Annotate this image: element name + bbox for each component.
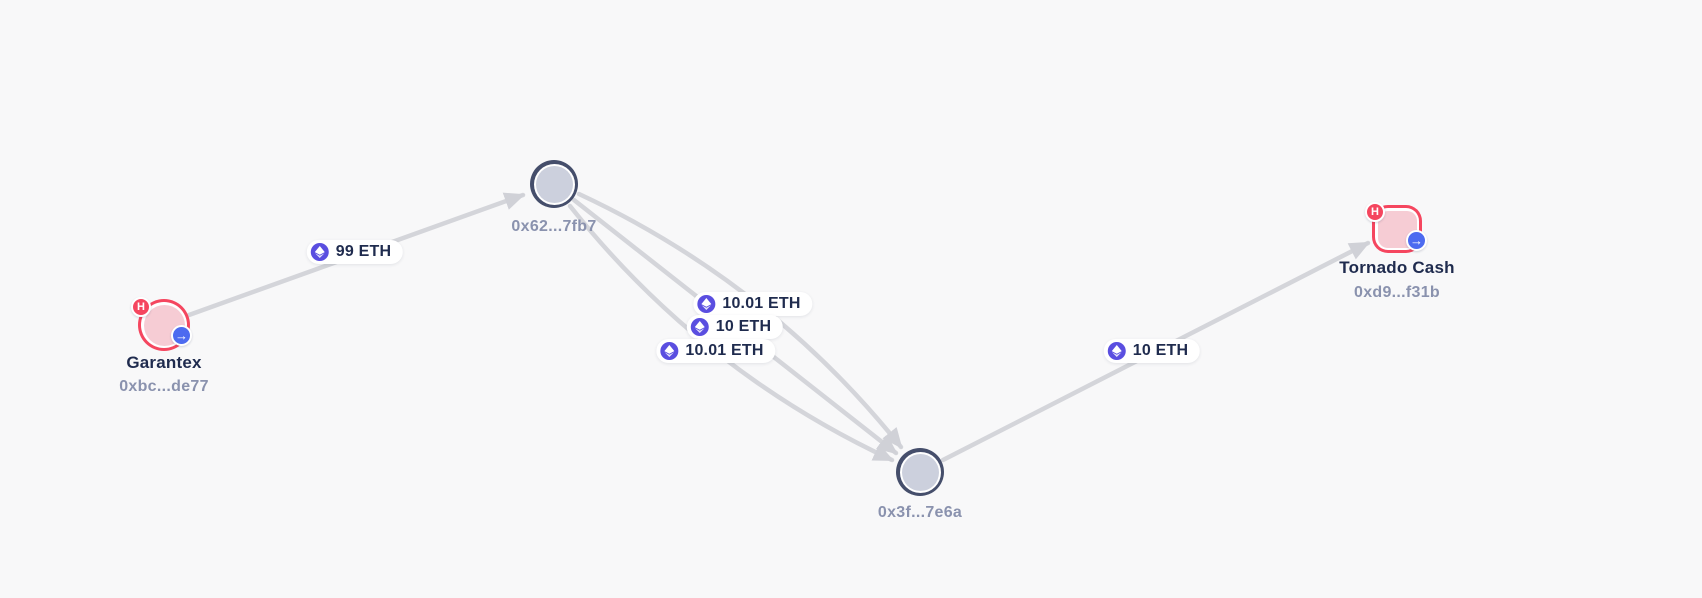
- node-intermediary-2[interactable]: 0x3f...7e6a: [878, 448, 962, 521]
- node-garantex[interactable]: H → Garantex 0xbc...de77: [119, 297, 208, 395]
- eth-icon: [690, 318, 709, 336]
- address-node-shape: [530, 160, 578, 208]
- high-risk-badge: H: [1365, 202, 1385, 222]
- edge-amount-pill[interactable]: 10 ETH: [686, 315, 784, 339]
- node-address: 0x3f...7e6a: [877, 504, 963, 521]
- edge-amount-label: 10 ETH: [1132, 342, 1189, 359]
- eth-icon: [1107, 342, 1126, 360]
- eth-icon: [310, 243, 329, 261]
- node-label: Garantex: [126, 353, 202, 372]
- node-label: Tornado Cash: [1339, 258, 1455, 277]
- edge-amount-pill[interactable]: 10.01 ETH: [656, 339, 776, 363]
- node-address: 0xd9...f31b: [1353, 284, 1441, 301]
- edge-amount-label: 10.01 ETH: [722, 295, 801, 312]
- address-node-shape: [896, 448, 944, 496]
- node-intermediary-1[interactable]: 0x62...7fb7: [511, 160, 596, 235]
- edge-amount-pill[interactable]: 10.01 ETH: [693, 292, 813, 316]
- outflow-arrow-badge: →: [1406, 230, 1427, 251]
- edge-amount-pill[interactable]: 99 ETH: [306, 240, 404, 264]
- edge-amount-label: 10.01 ETH: [685, 342, 764, 359]
- outflow-arrow-badge: →: [171, 325, 192, 346]
- edge-amount-label: 99 ETH: [335, 243, 392, 260]
- edge-amount-pill[interactable]: 10 ETH: [1103, 339, 1201, 363]
- node-tornado-cash[interactable]: H → Tornado Cash 0xd9...f31b: [1339, 202, 1455, 301]
- eth-icon: [697, 295, 716, 313]
- node-address: 0x62...7fb7: [511, 218, 597, 235]
- edge-amount-label: 10 ETH: [715, 318, 772, 335]
- high-risk-badge: H: [131, 297, 151, 317]
- eth-icon: [660, 342, 679, 360]
- node-address: 0xbc...de77: [119, 378, 209, 395]
